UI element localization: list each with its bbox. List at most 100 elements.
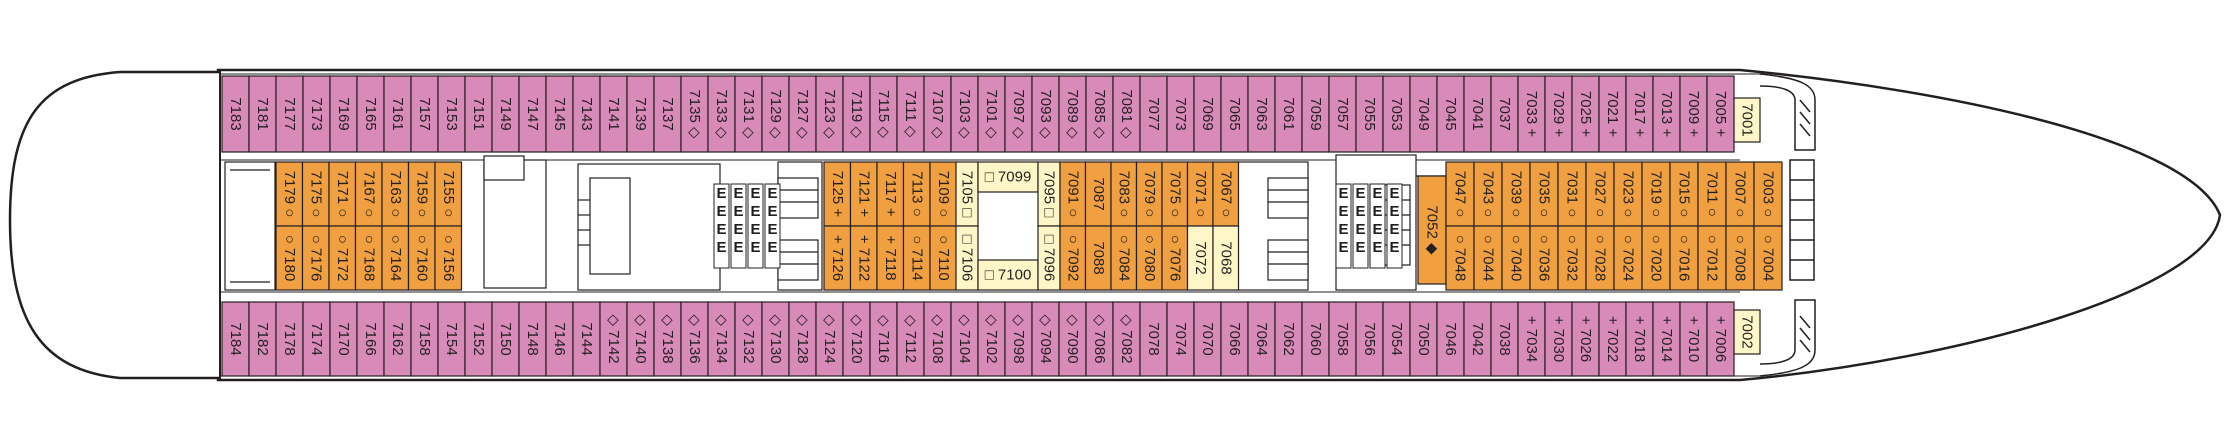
cabin-7085[interactable]: 7085 ◇ [1085,75,1114,153]
cabin-7173[interactable]: 7173 [302,75,331,153]
cabin-7030[interactable]: + 7030 [1544,301,1573,377]
cabin-7021[interactable]: 7021 + [1598,75,1627,153]
cabin-7012[interactable]: ○ 7012 [1697,225,1727,291]
cabin-7028[interactable]: ○ 7028 [1585,225,1615,291]
cabin-7073[interactable]: 7073 [1166,75,1195,153]
cabin-7065[interactable]: 7065 [1220,75,1249,153]
cabin-7019[interactable]: 7019 ○ [1641,161,1671,227]
cabin-7170[interactable]: 7170 [329,301,358,377]
cabin-7036[interactable]: ○ 7036 [1529,225,1559,291]
cabin-7160[interactable]: ○ 7160 [407,225,436,291]
cabin-7057[interactable]: 7057 [1328,75,1357,153]
cabin-7096[interactable]: □ 7096 [1037,225,1061,291]
cabin-7174[interactable]: 7174 [302,301,331,377]
cabin-7154[interactable]: 7154 [437,301,466,377]
cabin-7099[interactable]: □ 7099 [977,161,1039,193]
cabin-7067[interactable]: 7067 ○ [1212,161,1240,227]
cabin-7101[interactable]: 7101 ◇ [977,75,1006,153]
cabin-7137[interactable]: 7137 [653,75,682,153]
cabin-7045[interactable]: 7045 [1436,75,1465,153]
cabin-7140[interactable]: ◇ 7140 [626,301,655,377]
cabin-7023[interactable]: 7023 ○ [1613,161,1643,227]
cabin-7087[interactable]: 7087 [1084,161,1112,227]
cabin-7121[interactable]: 7121 + [849,161,878,227]
cabin-7069[interactable]: 7069 [1193,75,1222,153]
cabin-7141[interactable]: 7141 [599,75,628,153]
cabin-7042[interactable]: 7042 [1463,301,1492,377]
cabin-7054[interactable]: 7054 [1382,301,1411,377]
cabin-7178[interactable]: 7178 [275,301,304,377]
cabin-7006[interactable]: + 7006 [1706,301,1735,377]
cabin-7106[interactable]: □ 7106 [955,225,979,291]
cabin-7122[interactable]: + 7122 [849,225,878,291]
cabin-7076[interactable]: ○ 7076 [1161,225,1189,291]
cabin-7074[interactable]: 7074 [1166,301,1195,377]
cabin-7088[interactable]: 7088 [1084,225,1112,291]
cabin-7183[interactable]: 7183 [221,75,250,153]
cabin-7172[interactable]: ○ 7172 [328,225,357,291]
cabin-7163[interactable]: 7163 ○ [381,161,410,227]
cabin-7083[interactable]: 7083 ○ [1110,161,1138,227]
cabin-7081[interactable]: 7081 ◇ [1112,75,1141,153]
cabin-7005[interactable]: 7005 + [1706,75,1735,153]
cabin-7060[interactable]: 7060 [1301,301,1330,377]
cabin-7107[interactable]: 7107 ◇ [923,75,952,153]
cabin-7093[interactable]: 7093 ◇ [1031,75,1060,153]
cabin-7082[interactable]: ◇ 7082 [1112,301,1141,377]
cabin-7041[interactable]: 7041 [1463,75,1492,153]
cabin-7167[interactable]: 7167 ○ [354,161,383,227]
cabin-7058[interactable]: 7058 [1328,301,1357,377]
cabin-7013[interactable]: 7013 + [1652,75,1681,153]
cabin-7130[interactable]: ◇ 7130 [761,301,790,377]
cabin-7061[interactable]: 7061 [1274,75,1303,153]
cabin-7080[interactable]: ○ 7080 [1135,225,1163,291]
cabin-7119[interactable]: 7119 ◇ [842,75,871,153]
cabin-7089[interactable]: 7089 ◇ [1058,75,1087,153]
cabin-7165[interactable]: 7165 [356,75,385,153]
cabin-7062[interactable]: 7062 [1274,301,1303,377]
cabin-7037[interactable]: 7037 [1490,75,1519,153]
cabin-7180[interactable]: ○ 7180 [275,225,304,291]
cabin-7155[interactable]: 7155 ○ [434,161,463,227]
cabin-7063[interactable]: 7063 [1247,75,1276,153]
cabin-7010[interactable]: + 7010 [1679,301,1708,377]
cabin-7039[interactable]: 7039 ○ [1501,161,1531,227]
cabin-7075[interactable]: 7075 ○ [1161,161,1189,227]
cabin-7026[interactable]: + 7026 [1571,301,1600,377]
cabin-7015[interactable]: 7015 ○ [1669,161,1699,227]
cabin-7177[interactable]: 7177 [275,75,304,153]
cabin-7166[interactable]: 7166 [356,301,385,377]
cabin-7071[interactable]: 7071 ○ [1186,161,1214,227]
cabin-7025[interactable]: 7025 + [1571,75,1600,153]
cabin-7184[interactable]: 7184 [221,301,250,377]
cabin-7120[interactable]: ◇ 7120 [842,301,871,377]
cabin-7175[interactable]: 7175 ○ [301,161,330,227]
cabin-7044[interactable]: ○ 7044 [1473,225,1503,291]
cabin-7098[interactable]: ◇ 7098 [1004,301,1033,377]
cabin-7040[interactable]: ○ 7040 [1501,225,1531,291]
cabin-7181[interactable]: 7181 [248,75,277,153]
cabin-7004[interactable]: ○ 7004 [1753,225,1783,291]
cabin-7158[interactable]: 7158 [410,301,439,377]
cabin-7084[interactable]: ○ 7084 [1110,225,1138,291]
cabin-7007[interactable]: 7007 ○ [1725,161,1755,227]
cabin-7105[interactable]: 7105 □ [955,161,979,227]
cabin-7115[interactable]: 7115 ◇ [869,75,898,153]
cabin-7086[interactable]: ◇ 7086 [1085,301,1114,377]
cabin-7027[interactable]: 7027 ○ [1585,161,1615,227]
cabin-7055[interactable]: 7055 [1355,75,1384,153]
cabin-7143[interactable]: 7143 [572,75,601,153]
cabin-7179[interactable]: 7179 ○ [275,161,304,227]
cabin-7133[interactable]: 7133 ◇ [707,75,736,153]
cabin-7017[interactable]: 7017 + [1625,75,1654,153]
cabin-7152[interactable]: 7152 [464,301,493,377]
cabin-7162[interactable]: 7162 [383,301,412,377]
cabin-7064[interactable]: 7064 [1247,301,1276,377]
cabin-7136[interactable]: ◇ 7136 [680,301,709,377]
cabin-7003[interactable]: 7003 ○ [1753,161,1783,227]
cabin-7024[interactable]: ○ 7024 [1613,225,1643,291]
cabin-7116[interactable]: ◇ 7116 [869,301,898,377]
cabin-7127[interactable]: 7127 ◇ [788,75,817,153]
cabin-7009[interactable]: 7009 + [1679,75,1708,153]
cabin-7134[interactable]: ◇ 7134 [707,301,736,377]
